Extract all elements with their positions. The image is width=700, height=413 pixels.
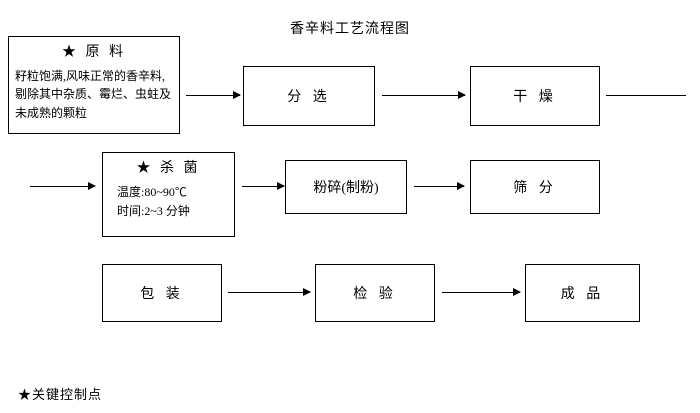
raw-material-header: ★ 原 料	[62, 45, 126, 60]
sieving-label: 筛 分	[513, 181, 557, 196]
node-grinding[interactable]: 粉碎(制粉)	[285, 160, 407, 214]
line-drying-to-wrap	[606, 95, 686, 96]
raw-material-line-1: 籽粒饱满,风味正常的香辛料,	[15, 68, 166, 83]
node-sterilize[interactable]: ★ 杀 菌 温度:80~90℃ 时间:2~3 分钟	[102, 152, 235, 237]
arrow-sterilize-to-grinding	[242, 182, 285, 190]
packing-label: 包 装	[140, 287, 184, 302]
node-inspection[interactable]: 检 验	[315, 264, 435, 322]
arrow-sorting-to-drying	[382, 91, 466, 99]
node-finished[interactable]: 成 品	[525, 264, 640, 322]
node-packing[interactable]: 包 装	[102, 264, 222, 322]
footnote-key-control-point: ★关键控制点	[18, 387, 103, 402]
page-title: 香辛料工艺流程图	[290, 22, 410, 37]
arrow-packing-to-inspection	[228, 288, 311, 296]
node-raw-material[interactable]: ★ 原 料 籽粒饱满,风味正常的香辛料, 剔除其中杂质、霉烂、虫蛀及 未成熟的颗…	[8, 36, 180, 134]
sterilize-line-2: 时间:2~3 分钟	[117, 203, 190, 218]
node-sieving[interactable]: 筛 分	[470, 160, 600, 214]
sterilize-body: ★ 杀 菌 温度:80~90℃ 时间:2~3 分钟	[103, 153, 234, 221]
raw-material-line-2: 剔除其中杂质、霉烂、虫蛀及	[15, 87, 172, 102]
finished-label: 成 品	[560, 287, 605, 302]
arrow-raw-to-sorting	[186, 91, 241, 99]
drying-label: 干 燥	[513, 90, 557, 105]
grinding-label: 粉碎(制粉)	[313, 181, 379, 196]
raw-material-body: ★ 原 料 籽粒饱满,风味正常的香辛料, 剔除其中杂质、霉烂、虫蛀及 未成熟的颗…	[9, 37, 179, 122]
raw-material-line-3: 未成熟的颗粒	[15, 105, 88, 120]
sterilize-header: ★ 杀 菌	[136, 161, 201, 176]
inspection-label: 检 验	[353, 287, 397, 302]
arrow-wrap-to-sterilize	[30, 182, 96, 190]
sorting-label: 分 选	[287, 90, 331, 105]
node-sorting[interactable]: 分 选	[243, 66, 375, 126]
arrow-inspection-to-finished	[442, 288, 521, 296]
sterilize-line-1: 温度:80~90℃	[117, 184, 187, 199]
node-drying[interactable]: 干 燥	[470, 66, 600, 126]
arrow-grinding-to-sieving	[414, 182, 465, 190]
